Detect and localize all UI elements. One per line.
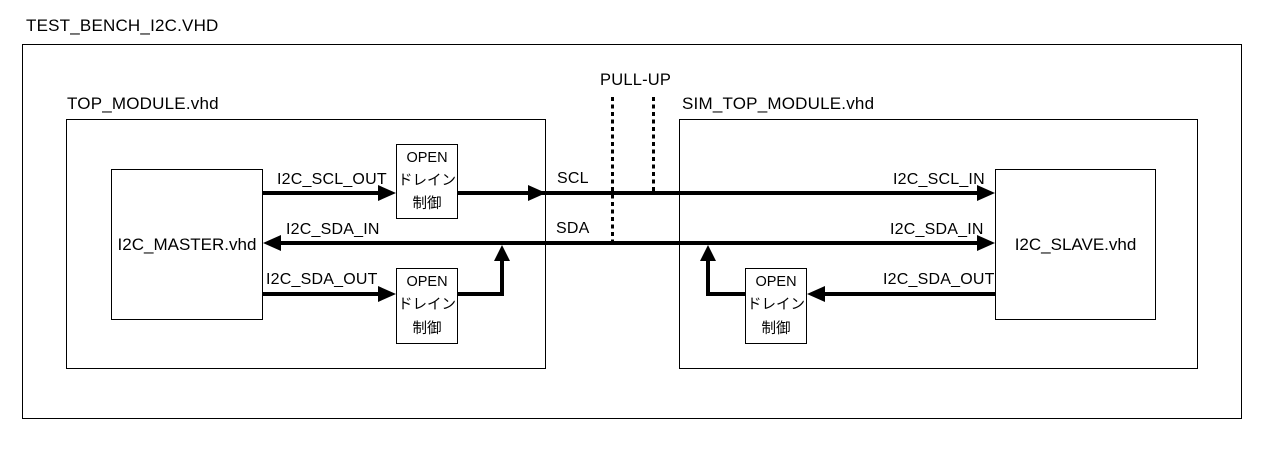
arrowhead-sda-in-master-icon bbox=[263, 235, 281, 251]
pullup-label: PULL-UP bbox=[600, 71, 672, 89]
wire-opendrain2-out bbox=[458, 292, 504, 296]
wire-sda-bus bbox=[272, 241, 984, 245]
label-i2c-scl-in: I2C_SCL_IN bbox=[893, 171, 985, 188]
label-i2c-scl-out: I2C_SCL_OUT bbox=[277, 171, 387, 188]
testbench-boundary-box bbox=[22, 44, 1242, 419]
wire-scl-out bbox=[263, 191, 381, 195]
label-i2c-sda-out-right: I2C_SDA_OUT bbox=[883, 271, 995, 288]
open-drain-text: 制御 bbox=[412, 196, 442, 213]
wire-opendrain3-riser bbox=[706, 259, 710, 296]
open-drain-box-sda-master: OPEN ドレイン 制御 bbox=[396, 268, 458, 344]
arrowhead-sda-out-right-icon bbox=[807, 286, 825, 302]
open-drain-text: OPEN bbox=[406, 149, 448, 166]
arrowhead-opendrain3-up-icon bbox=[700, 245, 716, 261]
label-scl-bus: SCL bbox=[557, 170, 589, 187]
label-i2c-sda-out-left: I2C_SDA_OUT bbox=[266, 271, 378, 288]
arrowhead-sda-in-slave-icon bbox=[977, 235, 995, 251]
arrowhead-scl-in-icon bbox=[977, 185, 995, 201]
pullup-line-scl bbox=[652, 97, 655, 193]
label-sda-bus: SDA bbox=[556, 220, 590, 237]
wire-sda-out-left bbox=[263, 292, 381, 296]
open-drain-text: OPEN bbox=[406, 274, 448, 291]
open-drain-text: 制御 bbox=[761, 320, 791, 337]
wire-opendrain3-out bbox=[706, 292, 745, 296]
i2c-master-label: I2C_MASTER.vhd bbox=[117, 234, 257, 254]
open-drain-text: OPEN bbox=[755, 274, 797, 291]
label-i2c-sda-in-left: I2C_SDA_IN bbox=[286, 221, 380, 238]
top-module-label: TOP_MODULE.vhd bbox=[67, 94, 219, 113]
arrowhead-scl-out-icon bbox=[378, 185, 396, 201]
wire-sda-out-right bbox=[823, 292, 995, 296]
open-drain-text: ドレイン bbox=[398, 172, 456, 189]
wire-scl-bus bbox=[458, 191, 980, 195]
open-drain-box-sda-slave: OPEN ドレイン 制御 bbox=[745, 268, 807, 344]
pullup-line-sda bbox=[611, 97, 614, 243]
open-drain-text: ドレイン bbox=[747, 297, 805, 314]
open-drain-box-scl: OPEN ドレイン 制御 bbox=[396, 144, 458, 219]
i2c-slave-box: I2C_SLAVE.vhd bbox=[995, 169, 1156, 320]
i2c-master-box: I2C_MASTER.vhd bbox=[111, 169, 263, 320]
arrowhead-sda-out-left-icon bbox=[378, 286, 396, 302]
wire-opendrain2-riser bbox=[500, 259, 504, 296]
open-drain-text: 制御 bbox=[412, 320, 442, 337]
diagram-title: TEST_BENCH_I2C.VHD bbox=[26, 16, 219, 35]
label-i2c-sda-in-right: I2C_SDA_IN bbox=[890, 221, 984, 238]
i2c-slave-label: I2C_SLAVE.vhd bbox=[1014, 234, 1137, 254]
sim-top-module-label: SIM_TOP_MODULE.vhd bbox=[682, 94, 875, 113]
arrowhead-scl-boundary-icon bbox=[528, 185, 546, 201]
open-drain-text: ドレイン bbox=[398, 297, 456, 314]
arrowhead-opendrain2-up-icon bbox=[494, 245, 510, 261]
